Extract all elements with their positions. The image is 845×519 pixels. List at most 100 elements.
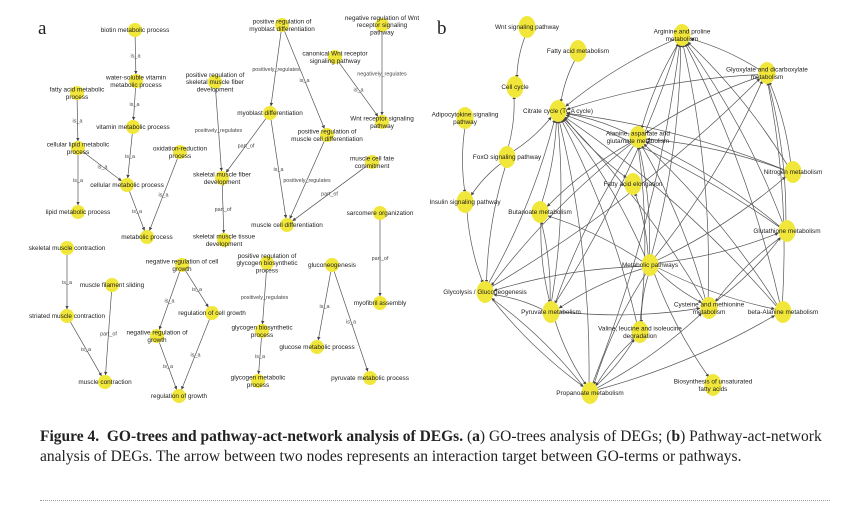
edge-arrow bbox=[546, 142, 632, 207]
figure-caption: Figure 4. GO-trees and pathway-act-netwo… bbox=[40, 428, 822, 465]
edge-arrow bbox=[650, 43, 683, 257]
caption-b-text: Pathway-act-network analysis of DEGs. Th… bbox=[40, 428, 822, 465]
edge-arrow bbox=[566, 111, 785, 171]
node-muscle-contraction[interactable]: muscle contraction bbox=[78, 375, 132, 389]
node-wnt-signaling-pathway[interactable]: Wnt signaling pathway bbox=[495, 16, 560, 38]
figure-number: Figure 4. bbox=[40, 428, 100, 445]
node-skeletal-muscle-contraction[interactable]: skeletal muscle contraction bbox=[29, 241, 106, 255]
node-circle bbox=[673, 24, 691, 46]
edge-label: is_a bbox=[132, 209, 142, 215]
node-pyruvate-metabolism[interactable]: Pyruvate metabolism bbox=[521, 301, 581, 323]
node-beta-alanine-metabolism[interactable]: beta-Alanine metabolism bbox=[748, 301, 818, 323]
node-muscle-filament-sliding[interactable]: muscle filament sliding bbox=[80, 278, 145, 292]
node-striated-muscle-contraction[interactable]: striated muscle contraction bbox=[29, 309, 105, 323]
edge-arrow bbox=[547, 215, 643, 262]
node-label: Wnt signaling pathway bbox=[495, 24, 560, 31]
edge-arrow bbox=[715, 237, 781, 302]
node-myofibril-assembly[interactable]: myofibril assembly bbox=[354, 296, 407, 310]
node-sarcomere-organization[interactable]: sarcomere organization bbox=[347, 206, 414, 220]
edge-arrow bbox=[645, 76, 760, 134]
node-label: skeletal muscle contraction bbox=[29, 245, 106, 252]
node-fatty-acid-elongation[interactable]: Fatty acid elongation bbox=[604, 173, 663, 195]
node-metabolic-pathways[interactable]: Metabolic pathways bbox=[622, 254, 678, 276]
edge-label: is_a bbox=[165, 299, 175, 305]
node-pyruvate-metabolic-process[interactable]: pyruvate metabolic process bbox=[331, 371, 409, 385]
node-cell-cycle[interactable]: Cell cycle bbox=[501, 76, 529, 98]
node-label: Metabolic pathways bbox=[622, 262, 678, 269]
node-circle bbox=[215, 171, 229, 185]
edge-label: positively_regulates bbox=[252, 67, 300, 73]
edge-label: is_a bbox=[159, 193, 169, 199]
edge-label: negatively_regulates bbox=[357, 72, 407, 78]
node-lipid-metabolic-process[interactable]: lipid metabolic process bbox=[46, 205, 111, 219]
node-propanoate-metabolism[interactable]: Propanoate metabolism bbox=[556, 382, 624, 404]
node-glutathione-metabolism[interactable]: Glutathione metabolism bbox=[753, 220, 821, 242]
node-cellular-metabolic-process[interactable]: cellular metabolic process bbox=[90, 178, 164, 192]
edges bbox=[462, 35, 792, 390]
edge-arrow bbox=[493, 293, 543, 310]
node-nitrogen-metabolism[interactable]: Nitrogen metabolism bbox=[764, 161, 823, 183]
figure-4-diagram: a b is_ais_ais_ais_ais_ais_ais_ais_aposi… bbox=[29, 15, 823, 404]
node-citrate-cycle-tca-cycle[interactable]: Citrate cycle (TCA cycle) bbox=[523, 100, 593, 122]
node-fatty-acid-metabolism[interactable]: Fatty acid metabolism bbox=[547, 40, 609, 62]
panel-b-label: b bbox=[437, 18, 447, 39]
node-circle bbox=[581, 382, 599, 404]
node-metabolic-process[interactable]: metabolic process bbox=[121, 230, 173, 244]
node-circle bbox=[704, 374, 722, 396]
node-label: Butanoate metabolism bbox=[508, 209, 572, 216]
node-circle bbox=[120, 178, 134, 192]
node-circle bbox=[98, 375, 112, 389]
node-regulation-of-cell-growth[interactable]: regulation of cell growth bbox=[178, 306, 246, 320]
node-foxo-signaling-pathway[interactable]: FoxO signaling pathway bbox=[473, 146, 542, 168]
node-label: beta-Alanine metabolism bbox=[748, 309, 818, 316]
node-biotin-metabolic-process[interactable]: biotin metabolic process bbox=[101, 23, 170, 37]
node-myoblast-differentiation[interactable]: myoblast differentiation bbox=[237, 106, 303, 120]
node-vitamin-metabolic-process[interactable]: vitamin metabolic process bbox=[96, 120, 170, 134]
node-glucose-metabolic-process[interactable]: glucose metabolic process bbox=[279, 340, 355, 354]
node-butanoate-metabolism[interactable]: Butanoate metabolism bbox=[508, 201, 572, 223]
node-label: Fatty acid elongation bbox=[604, 181, 663, 188]
node-label: sarcomere organization bbox=[347, 210, 414, 217]
node-label: myoblast differentiation bbox=[237, 110, 303, 117]
node-insulin-signaling-pathway[interactable]: Insulin signaling pathway bbox=[429, 191, 501, 213]
node-muscle-cell-differentiation[interactable]: muscle cell differentiation bbox=[251, 218, 323, 232]
edge-arrow bbox=[70, 321, 102, 377]
node-circle bbox=[205, 306, 219, 320]
node-gluconeogenesis[interactable]: gluconeogenesis bbox=[308, 258, 356, 272]
edge-arrow bbox=[550, 119, 562, 304]
node-glycolysis-gluconeogenesis[interactable]: Glycolysis / Gluconeogenesis bbox=[443, 281, 527, 303]
node-regulation-of-growth[interactable]: regulation of growth bbox=[151, 389, 208, 403]
node-circle bbox=[549, 100, 567, 122]
